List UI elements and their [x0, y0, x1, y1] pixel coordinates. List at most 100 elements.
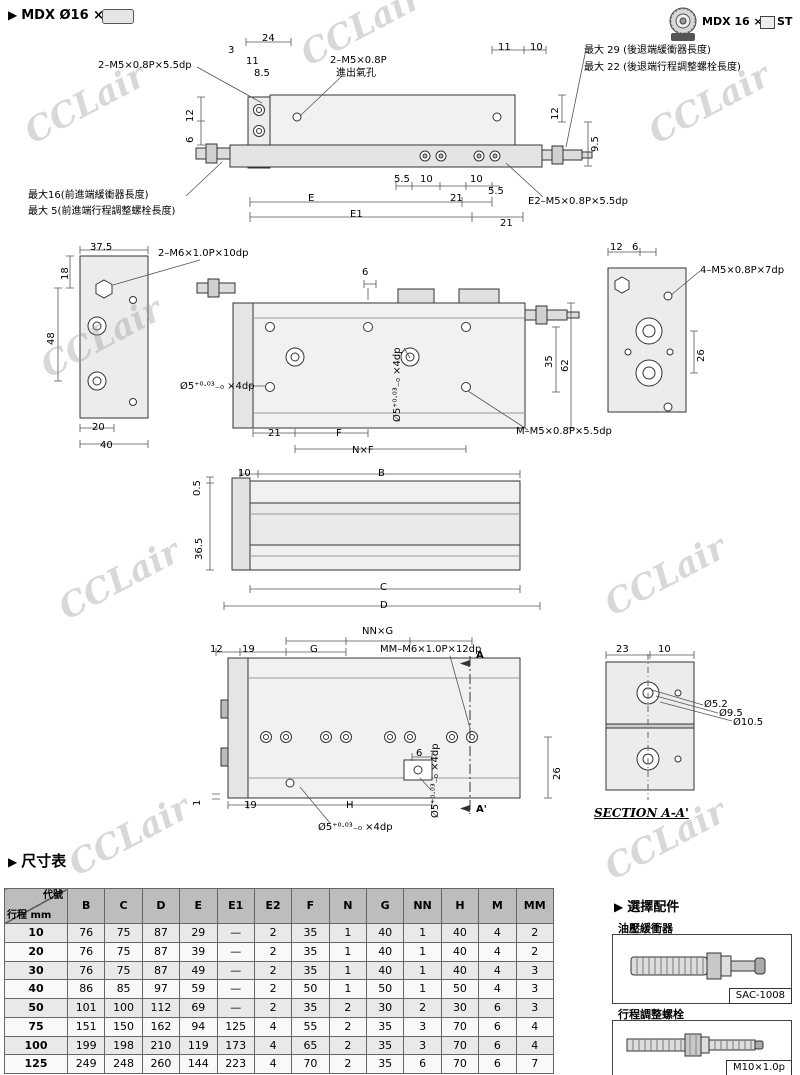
dim-cell: 50 — [291, 979, 330, 999]
dim-cell: 76 — [66, 941, 106, 962]
dim-label: 5.5 — [488, 186, 504, 197]
dim-cell: 40 — [365, 960, 405, 981]
dim-cell: 1 — [403, 941, 442, 962]
port-label: 2–M5×0.8P — [330, 55, 387, 66]
dim-cell: 69 — [179, 998, 218, 1018]
dim-cell: 40 — [440, 941, 480, 962]
note-rear-adjust-bolt: 最大 22 (後退端行程調整螺栓長度) — [584, 62, 741, 73]
dim-label: 10 — [658, 644, 671, 655]
dim-label: G — [310, 644, 318, 655]
dim-cell: 2 — [328, 1054, 368, 1074]
dim-cell: 2 — [253, 923, 293, 943]
dim-label: D — [380, 600, 388, 611]
dim-cell: 75 — [104, 941, 143, 962]
dim-cell: 6 — [478, 998, 517, 1018]
stroke-placeholder-box — [760, 16, 775, 29]
dim-cell: 70 — [440, 1035, 480, 1056]
corner-stroke-label: 行程 mm — [7, 909, 52, 921]
dim-cell: 2 — [403, 998, 442, 1018]
dim-label: 1 — [192, 799, 203, 806]
corner-code-label: 代號 — [43, 890, 63, 901]
dim-cell: 150 — [104, 1016, 143, 1037]
column-header: D — [141, 888, 181, 924]
corner-cell: 代號 行程 mm — [4, 888, 68, 924]
thread-label: 2–M6×1.0P×10dp — [158, 248, 249, 259]
hole-label: Ø5⁺⁰·⁰³₋₀ ×4dp — [392, 347, 403, 422]
dim-label: 12 — [185, 109, 196, 122]
dim-label: C — [380, 582, 387, 593]
dim-cell: 50 — [440, 979, 480, 999]
dim-cell: 223 — [216, 1054, 255, 1074]
dim-cell: 94 — [179, 1016, 218, 1037]
dim-cell: 1 — [328, 960, 368, 981]
dim-cell: 6 — [403, 1054, 442, 1074]
dim-cell: 6 — [478, 1054, 517, 1074]
dim-cell: 7 — [515, 1054, 554, 1074]
dim-cell: 2 — [253, 979, 293, 999]
dim-cell: 55 — [291, 1016, 330, 1037]
column-header: B — [66, 888, 106, 924]
column-header: E2 — [253, 888, 293, 924]
dim-cell: 2 — [253, 998, 293, 1018]
stroke-cell: 125 — [4, 1054, 68, 1074]
dim-label: 8.5 — [254, 68, 270, 79]
dim-label: 0.5 — [192, 480, 203, 496]
section-mark-a-prime: A' — [476, 804, 487, 815]
dim-cell: 1 — [328, 979, 368, 999]
dim-cell: 198 — [104, 1035, 143, 1056]
dim-label: 10 — [530, 42, 543, 53]
dim-label: 19 — [244, 800, 257, 811]
dim-label: 37.5 — [90, 242, 113, 253]
dim-cell: 75 — [104, 923, 143, 943]
dim-label: 10 — [420, 174, 433, 185]
section-title: SECTION A-A' — [594, 806, 689, 820]
dim-cell: 3 — [403, 1035, 442, 1056]
dim-label: E — [308, 193, 315, 204]
page-title: ▶MDX Ø16 × — [8, 8, 104, 23]
dim-label: 20 — [92, 422, 105, 433]
dim-label: 12 — [610, 242, 623, 253]
dim-cell: 29 — [179, 923, 218, 943]
dim-cell: 2 — [515, 923, 554, 943]
view1-drawing — [185, 38, 593, 222]
bullet-icon: ▶ — [8, 8, 18, 22]
dim-label: B — [378, 468, 385, 479]
stroke-cell: 30 — [4, 960, 68, 981]
table-section-title: ▶尺寸表 — [8, 850, 66, 871]
diameter-label: Ø5.2 — [704, 699, 728, 710]
dim-cell: 85 — [104, 979, 143, 999]
dim-cell: 4 — [478, 960, 517, 981]
dim-cell: 151 — [66, 1016, 106, 1037]
dim-cell: 97 — [141, 979, 181, 999]
stroke-cell: 20 — [4, 941, 68, 962]
dim-cell: 249 — [66, 1054, 106, 1074]
dim-cell: 4 — [253, 1016, 293, 1037]
dim-cell: 112 — [141, 998, 181, 1018]
column-header: E — [179, 888, 218, 924]
dim-cell: 70 — [291, 1054, 330, 1074]
dim-cell: 75 — [104, 960, 143, 981]
dim-label: 40 — [100, 440, 113, 451]
dim-cell: 6 — [478, 1035, 517, 1056]
dim-label: 12 — [550, 107, 561, 120]
dim-cell: 35 — [291, 923, 330, 943]
dim-label: 11 — [246, 56, 259, 67]
note-rear-cushion: 最大 29 (後退端緩衝器長度) — [584, 45, 711, 56]
dim-cell: — — [216, 960, 255, 981]
dim-cell: 199 — [66, 1035, 106, 1056]
dim-cell: 4 — [478, 941, 517, 962]
dim-cell: 2 — [328, 998, 368, 1018]
dim-cell: 76 — [66, 960, 106, 981]
column-header: F — [291, 888, 330, 924]
dim-label: 48 — [46, 332, 57, 345]
adjust-bolt-tag: M10×1.0p — [726, 1060, 792, 1075]
table-section-title-text: 尺寸表 — [21, 852, 67, 870]
dim-label: 3 — [228, 45, 235, 56]
